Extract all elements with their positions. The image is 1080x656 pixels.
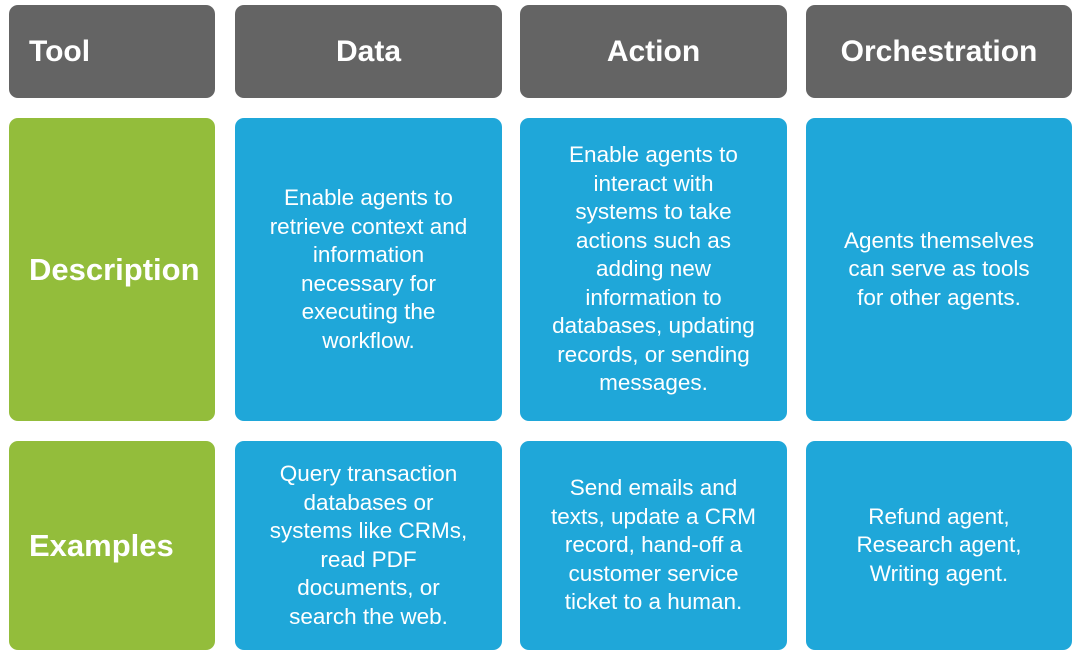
text-line: Enable agents to [284,185,453,210]
header-action-label: Action [606,34,701,68]
text-line: databases or [303,489,434,515]
row-header-description-label: Description [29,251,200,287]
cell-examples-data: Query transaction databases or systems l… [235,441,502,650]
text-line: record, hand-off a [564,532,743,558]
text-line: Refund agent, [868,503,1010,529]
cell-description-data-text: Enable agents to retrieve context and in… [270,184,468,355]
text-line: documents, or [297,575,440,600]
cell-examples-data-text: Query transaction databases or systems l… [270,460,468,631]
text-line: Enable agents to [569,142,738,168]
text-line: Research agent, [856,532,1022,558]
row-header-examples: Examples [9,441,215,650]
header-tool-label: Tool [29,34,91,68]
text-line: interact with [593,170,714,196]
text-line: executing the [301,299,436,324]
header-data-label: Data [335,34,402,68]
header-action: Action [520,5,787,98]
text-line: actions such as [575,227,732,253]
text-line: retrieve context and [269,213,468,239]
cell-description-action-text: Enable agents to interact with systems t… [552,141,755,398]
text-line: messages. [599,370,708,396]
text-line: Send emails and [569,475,738,501]
header-tool: Tool [9,5,215,98]
text-line: customer service [568,560,739,586]
cell-examples-orchestration: Refund agent, Research agent, Writing ag… [806,441,1072,650]
text-line: systems to take [575,199,732,225]
text-line: Query transaction [279,461,458,486]
header-orchestration-label: Orchestration [840,34,1038,68]
text-line: search the web. [289,603,448,629]
cell-examples-action: Send emails and texts, update a CRM reco… [520,441,787,650]
header-orchestration: Orchestration [806,5,1072,98]
text-line: Agents themselves [843,227,1035,253]
text-line: necessary for [300,270,437,296]
text-line: ticket to a human. [564,589,743,615]
text-line: Writing agent. [869,560,1009,586]
cell-description-data: Enable agents to retrieve context and in… [235,118,502,421]
text-line: for other agents. [857,284,1021,310]
text-line: information [312,242,425,267]
cell-description-orchestration: Agents themselves can serve as tools for… [806,118,1072,421]
text-line: can serve as tools [848,256,1030,282]
cell-description-orchestration-text: Agents themselves can serve as tools for… [844,227,1034,313]
text-line: databases, updating [552,313,755,339]
text-line: read PDF [320,546,417,572]
text-line: records, or sending [557,341,750,367]
text-line: workflow. [322,327,415,353]
text-line: information to [585,284,722,310]
cell-examples-orchestration-text: Refund agent, Research agent, Writing ag… [856,503,1021,589]
header-data: Data [235,5,502,98]
cell-examples-action-text: Send emails and texts, update a CRM reco… [551,474,756,617]
row-header-description: Description [9,118,215,421]
text-line: texts, update a CRM [550,503,757,529]
text-line: adding new [595,256,712,282]
text-line: systems like CRMs, [269,518,468,543]
cell-description-action: Enable agents to interact with systems t… [520,118,787,421]
row-header-examples-label: Examples [29,527,174,563]
